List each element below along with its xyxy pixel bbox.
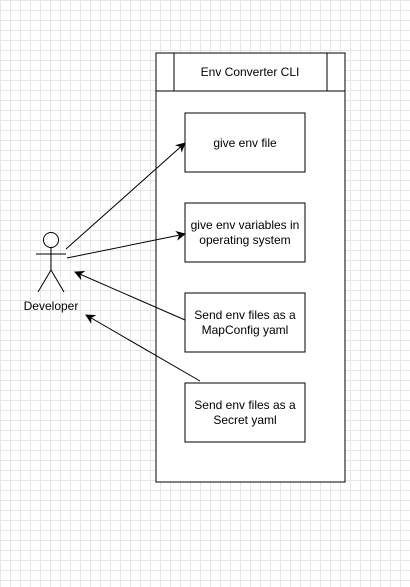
arrow-from-send-secret [85,314,201,382]
use-case-label: operating system [199,233,290,247]
use-case-give-env-variables: give env variables in operating system [184,202,306,263]
use-case-label: give env file [213,136,277,150]
use-case-send-mapconfig: Send env files as a MapConfig yaml [184,292,306,353]
arrow-to-give-env-file [65,142,186,250]
use-case-label: Send env files as a [194,308,296,322]
use-case-give-env-file: give env file [184,112,306,173]
use-case-send-secret: Send env files as a Secret yaml [184,382,306,443]
arrow-to-give-env-variables [66,230,186,259]
stick-figure-icon [36,232,66,293]
use-case-label: MapConfig yaml [202,323,289,337]
use-case-label: give env variables in [191,218,300,232]
use-case-label: Secret yaml [213,413,276,427]
system-title: Env Converter CLI [201,65,300,79]
use-case-label: Send env files as a [194,398,296,412]
arrow-from-send-mapconfig [74,271,186,321]
actor-name: Developer [24,299,79,313]
actor-developer: Developer [24,232,79,313]
